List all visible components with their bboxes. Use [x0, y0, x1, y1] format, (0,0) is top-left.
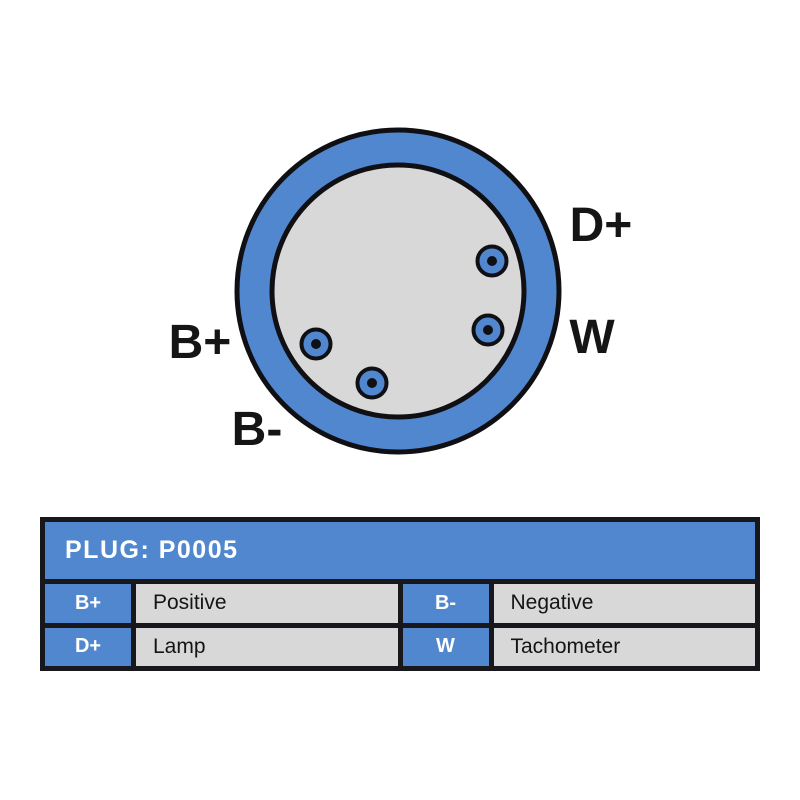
plug-table-grid: B+ Positive B- Negative D+ Lamp W Tachom…	[45, 584, 755, 666]
terminal-label-dplus: D+	[570, 199, 633, 252]
plug-face-icon	[269, 162, 527, 420]
terminal-label-bminus: B-	[232, 403, 283, 456]
pin-bminus-dot	[367, 378, 377, 388]
pin-bplus-dot	[311, 339, 321, 349]
pin-dplus-dot	[487, 256, 497, 266]
table-cell-pin: B-	[402, 584, 489, 623]
pin-w-icon	[471, 313, 505, 347]
plug-table-header: PLUG: P0005	[45, 522, 755, 579]
terminal-label-w: W	[569, 311, 615, 364]
pin-w-dot	[483, 325, 493, 335]
table-cell-desc: Positive	[136, 584, 398, 623]
table-cell-pin: D+	[45, 627, 131, 666]
plug-title: PLUG: P0005	[65, 536, 239, 564]
table-cell-desc: Lamp	[136, 627, 398, 666]
pin-dplus-icon	[475, 244, 509, 278]
table-cell-pin: B+	[45, 584, 131, 623]
table-cell-desc: Tachometer	[493, 627, 755, 666]
plug-diagram: B+ B- D+ W	[169, 127, 633, 456]
plug-table: PLUG: P0005 B+ Positive B- Negative D+ L…	[40, 517, 760, 671]
table-cell-pin: W	[402, 627, 489, 666]
table-cell-desc: Negative	[493, 584, 755, 623]
pin-bplus-icon	[299, 327, 333, 361]
terminal-label-bplus: B+	[169, 316, 232, 369]
pin-bminus-icon	[355, 366, 389, 400]
